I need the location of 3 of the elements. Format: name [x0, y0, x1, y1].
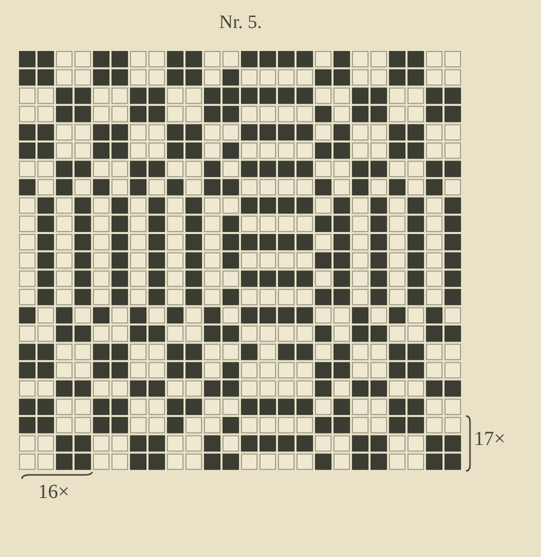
repeat-count: 16×	[38, 480, 70, 504]
title: Nr. 5.	[218, 12, 263, 34]
repeat-count: 17×	[474, 428, 506, 451]
